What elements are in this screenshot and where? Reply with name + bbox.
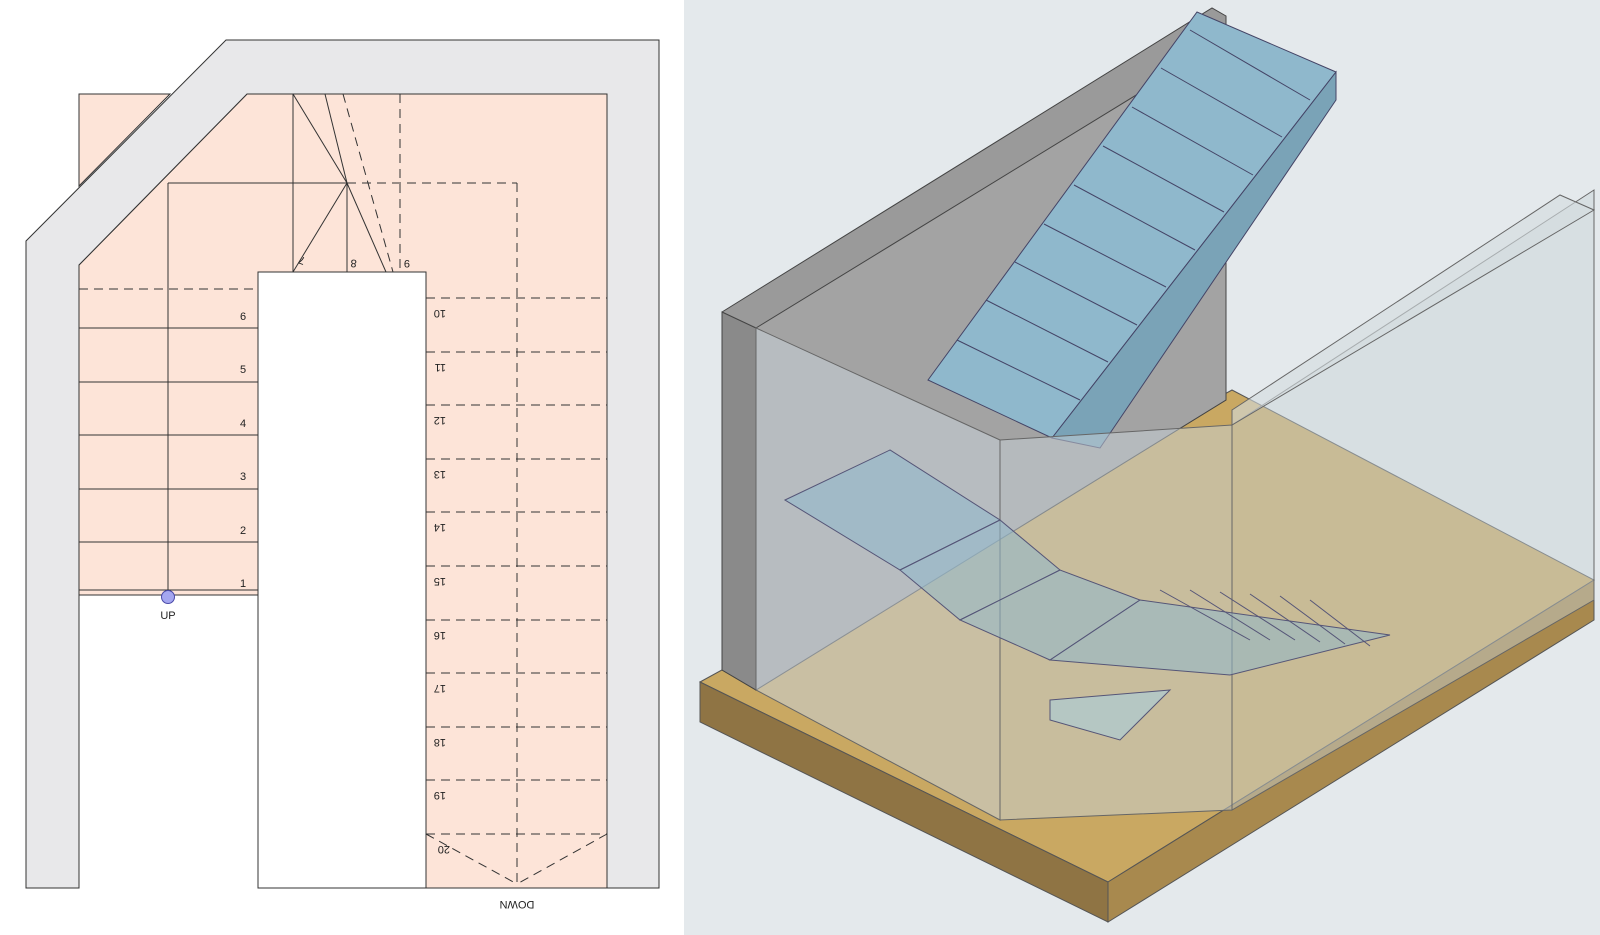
step-number: 9 bbox=[404, 257, 410, 269]
step-number: 10 bbox=[434, 307, 446, 319]
step-number: 3 bbox=[240, 471, 246, 483]
isometric-drawing bbox=[698, 7, 1596, 923]
floor-plan-view: 6 5 4 3 2 1 7 8 9 10 11 12 13 14 15 16 1… bbox=[0, 0, 684, 935]
step-number: 18 bbox=[434, 736, 446, 748]
up-start-marker[interactable] bbox=[161, 590, 175, 604]
step-number: 5 bbox=[240, 364, 246, 376]
winder-treads bbox=[292, 93, 387, 273]
upper-level-dashed bbox=[79, 93, 608, 888]
step-number: 16 bbox=[434, 629, 446, 641]
up-flight bbox=[79, 182, 347, 595]
step-number: 13 bbox=[434, 468, 446, 480]
down-label: DOWN bbox=[500, 898, 535, 910]
step-number: 6 bbox=[240, 311, 246, 323]
step-number: 20 bbox=[438, 843, 450, 855]
isometric-3d-view bbox=[684, 0, 1600, 935]
step-number: 14 bbox=[434, 521, 446, 533]
floor-area bbox=[78, 93, 172, 188]
step-number: 15 bbox=[434, 575, 446, 587]
step-number: 7 bbox=[297, 253, 307, 266]
step-number: 17 bbox=[434, 682, 446, 694]
lower-stair-steps bbox=[1159, 589, 1371, 647]
step-number: 1 bbox=[240, 578, 246, 590]
step-number: 19 bbox=[434, 789, 446, 801]
up-label: UP bbox=[160, 610, 175, 622]
step-number: 4 bbox=[240, 418, 246, 430]
step-number: 2 bbox=[240, 525, 246, 537]
floor-plan-drawing: 6 5 4 3 2 1 7 8 9 10 11 12 13 14 15 16 1… bbox=[25, 39, 660, 910]
glass-enclosure bbox=[755, 189, 1596, 821]
outer-wall bbox=[25, 39, 660, 889]
step-number: 8 bbox=[350, 256, 357, 268]
step-number: 11 bbox=[435, 361, 446, 373]
step-number: 12 bbox=[434, 414, 446, 426]
lower-stair-flight[interactable] bbox=[783, 449, 1391, 741]
stair-opening bbox=[257, 271, 427, 889]
